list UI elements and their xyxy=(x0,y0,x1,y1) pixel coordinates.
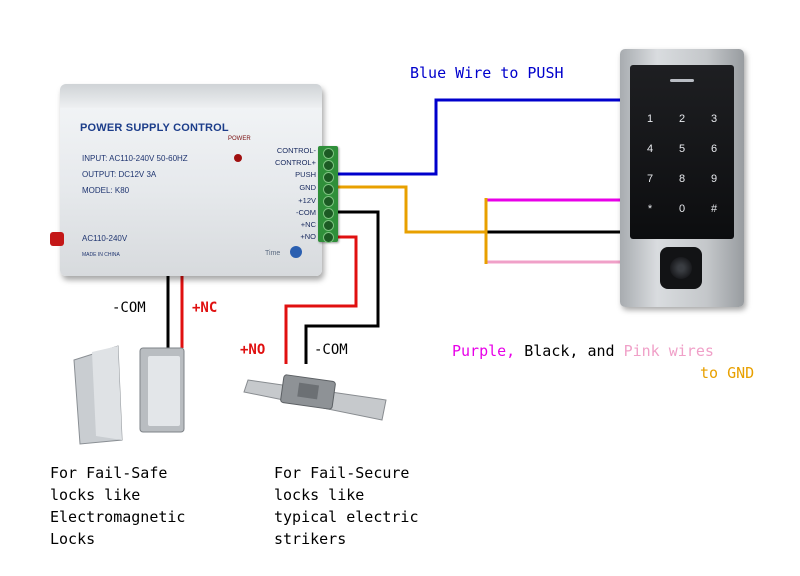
screw-icon xyxy=(323,160,334,171)
terminal-label-control-minus: CONTROL- xyxy=(276,146,316,155)
psu-made-in: MADE IN CHINA xyxy=(82,252,120,258)
com-label-left: -COM xyxy=(112,300,146,316)
key-7: 7 xyxy=(646,173,654,185)
fail-safe-caption: For Fail-Safe locks like Electromagnetic… xyxy=(50,462,185,550)
keypad-device: 1 2 3 4 5 6 7 8 9 * 0 # xyxy=(620,49,744,307)
psu-input: INPUT: AC110-240V 50-60HZ xyxy=(82,154,188,163)
fuse-icon xyxy=(50,232,64,246)
com-wire-right xyxy=(304,210,380,364)
caption-line: Electromagnetic xyxy=(50,508,186,526)
caption-line: For Fail-Safe xyxy=(50,464,168,482)
fingerprint-sensor-icon xyxy=(660,247,702,289)
terminal-label-com: -COM xyxy=(296,208,316,217)
key-star: * xyxy=(647,203,653,215)
caption-line: locks like xyxy=(274,486,365,504)
brand-label: Time xyxy=(265,250,281,257)
caption-line: locks like xyxy=(50,486,141,504)
keypad-panel: 1 2 3 4 5 6 7 8 9 * 0 # xyxy=(630,65,734,239)
key-4: 4 xyxy=(646,143,654,155)
screw-icon xyxy=(323,184,334,195)
no-wire xyxy=(284,235,358,364)
terminal-label-nc: +NC xyxy=(300,220,316,229)
terminal-label-12v: +12V xyxy=(298,196,316,205)
terminal-label-control-plus: CONTROL+ xyxy=(274,158,316,167)
key-9: 9 xyxy=(710,173,718,185)
key-1: 1 xyxy=(646,113,654,125)
brand-logo-icon xyxy=(290,246,302,258)
screw-icon xyxy=(323,220,334,231)
screw-icon xyxy=(323,148,334,159)
gnd-wires-note: Purple, Black, and Pink wires xyxy=(452,342,714,360)
terminal-block xyxy=(318,146,338,243)
screw-icon xyxy=(323,232,334,243)
black-label: Black, and xyxy=(515,342,624,360)
caption-line: For Fail-Secure xyxy=(274,464,410,482)
key-0: 0 xyxy=(678,203,686,215)
caption-line: Locks xyxy=(50,530,96,548)
indicator-light-icon xyxy=(670,79,694,82)
terminal-label-no: +NO xyxy=(300,232,316,241)
terminal-label-push: PUSH xyxy=(295,170,316,179)
pink-label: Pink wires xyxy=(623,342,714,360)
blue-wire-label: Blue Wire to PUSH xyxy=(410,64,564,82)
electromagnetic-lock xyxy=(73,345,185,445)
caption-line: typical electric xyxy=(274,508,419,526)
screw-icon xyxy=(323,196,334,207)
screw-icon xyxy=(323,172,334,183)
electric-strike xyxy=(243,374,387,421)
purple-label: Purple, xyxy=(452,342,516,360)
power-led-icon xyxy=(234,154,242,162)
terminal-label-gnd: GND xyxy=(299,183,316,192)
caption-line: strikers xyxy=(274,530,347,548)
no-label: +NO xyxy=(240,342,266,358)
psu-model: MODEL: K80 xyxy=(82,186,130,195)
nc-label: +NC xyxy=(192,300,218,316)
psu-ac-label: AC110-240V xyxy=(82,234,128,243)
psu-title: POWER SUPPLY CONTROL xyxy=(80,122,229,134)
to-gnd-label: to GND xyxy=(700,364,755,382)
screw-icon xyxy=(323,208,334,219)
key-3: 3 xyxy=(710,113,718,125)
key-2: 2 xyxy=(678,113,686,125)
com-label-right: -COM xyxy=(314,342,348,358)
psu-power-label: POWER xyxy=(228,136,251,142)
fail-secure-caption: For Fail-Secure locks like typical elect… xyxy=(274,462,419,550)
power-supply-box: POWER SUPPLY CONTROL INPUT: AC110-240V 5… xyxy=(60,84,322,276)
key-5: 5 xyxy=(678,143,686,155)
key-6: 6 xyxy=(710,143,718,155)
psu-output: OUTPUT: DC12V 3A xyxy=(82,170,157,179)
orange-wire xyxy=(338,185,486,234)
blue-wire xyxy=(338,98,624,176)
key-8: 8 xyxy=(678,173,686,185)
psu-lid xyxy=(60,84,322,108)
key-hash: # xyxy=(710,203,718,215)
